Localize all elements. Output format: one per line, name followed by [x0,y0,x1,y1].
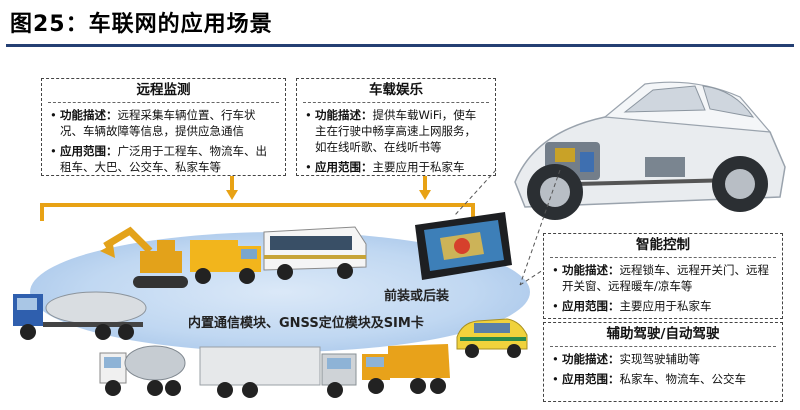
taxi-icon [456,318,528,358]
smart-control-box: 智能控制 功能描述：远程锁车、远程开关门、远程开关窗、远程暖车/凉车等 应用范围… [543,233,783,319]
entertainment-box: 车载娱乐 功能描述：提供车载WiFi，使车主在行驶中畅享高速上网服务，如在线听歌… [296,78,496,176]
bracket-line-horizontal [40,203,475,207]
bracket-left-leg [40,203,44,221]
remote-arrow-icon [226,190,238,200]
bracket-right-leg [471,203,475,221]
page-title: 图25：车联网的应用场景 [10,12,273,37]
entertainment-arrow-icon [419,190,431,200]
bus-icon [263,226,367,280]
remote-scope-text: 广泛用于工程车、物流车、出租车、大巴、公交车、私家车等 [60,144,267,174]
assisted-driving-box: 辅助驾驶/自动驾驶 功能描述：实现驾驶辅助等 应用范围：私家车、物流车、公交车 [543,322,783,402]
box-truck-icon [199,346,357,398]
excavator-icon [100,226,188,288]
smart-desc-text: 远程锁车、远程开关门、远程开关窗、远程暖车/凉车等 [562,263,769,293]
entertainment-desc-label: 功能描述： [315,108,373,122]
adas-scope-text: 私家车、物流车、公交车 [619,372,747,386]
smart-control-heading: 智能控制 [550,234,776,258]
street-sweeper-icon [190,240,261,284]
remote-desc-item: 功能描述：远程采集车辆位置、行车状况、车辆故障等信息，提供应急通信 [50,107,277,139]
remote-connector [230,176,234,190]
navigation-screen-icon [415,212,512,280]
tanker-truck-icon [13,291,147,340]
front-rear-install-label: 前装或后装 [384,289,450,304]
adas-scope-item: 应用范围：私家车、物流车、公交车 [552,371,774,387]
title-rule [6,44,794,47]
remote-scope-item: 应用范围：广泛用于工程车、物流车、出租车、大巴、公交车、私家车等 [50,143,277,175]
entertainment-scope-item: 应用范围：主要应用于私家车 [305,159,487,175]
smart-desc-item: 功能描述：远程锁车、远程开关门、远程开关窗、远程暖车/凉车等 [552,262,774,294]
smart-scope-text: 主要应用于私家车 [619,299,712,313]
adas-desc-text: 实现驾驶辅助等 [619,352,701,366]
entertainment-desc-text: 提供车载WiFi，使车主在行驶中畅享高速上网服务，如在线听歌、在线听书等 [315,108,477,154]
smart-scope-label: 应用范围： [562,299,620,313]
dump-truck-icon [362,344,450,394]
entertainment-connector [423,176,427,190]
module-label: 内置通信模块、GNSS定位模块及SIM卡 [188,316,424,331]
remote-monitoring-heading: 远程监测 [48,79,279,103]
entertainment-scope-text: 主要应用于私家车 [372,160,465,174]
remote-desc-label: 功能描述： [60,108,118,122]
adas-scope-label: 应用范围： [562,372,620,386]
adas-desc-item: 功能描述：实现驾驶辅助等 [552,351,774,367]
assisted-driving-heading: 辅助驾驶/自动驾驶 [550,323,776,347]
mixer-truck-icon [99,345,186,396]
remote-scope-label: 应用范围： [60,144,118,158]
entertainment-desc-item: 功能描述：提供车载WiFi，使车主在行驶中畅享高速上网服务，如在线听歌、在线听书… [305,107,487,155]
adas-desc-label: 功能描述： [562,352,620,366]
smart-scope-item: 应用范围：主要应用于私家车 [552,298,774,314]
remote-desc-text: 远程采集车辆位置、行车状况、车辆故障等信息，提供应急通信 [60,108,256,138]
entertainment-heading: 车载娱乐 [303,79,489,103]
smart-desc-label: 功能描述： [562,263,620,277]
car-chassis-icon [514,81,786,220]
remote-monitoring-box: 远程监测 功能描述：远程采集车辆位置、行车状况、车辆故障等信息，提供应急通信 应… [41,78,286,176]
entertainment-scope-label: 应用范围： [315,160,373,174]
